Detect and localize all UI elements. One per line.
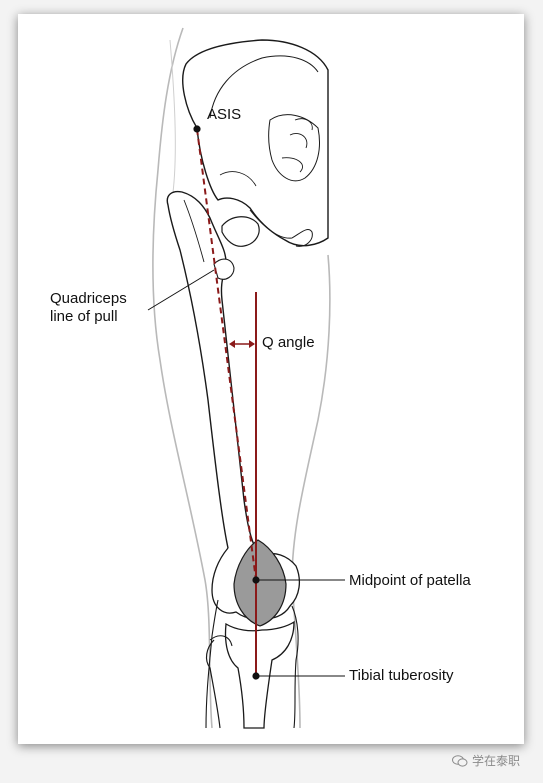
wechat-icon <box>452 754 468 767</box>
patella-label: Midpoint of patella <box>349 572 471 589</box>
watermark: 学在泰职 <box>452 752 520 769</box>
fibula-bone <box>205 639 221 729</box>
quadriceps-label: Quadriceps line of pull <box>50 290 127 326</box>
asis-point <box>193 125 201 133</box>
femur-bone <box>166 190 264 561</box>
quadriceps-label-line2: line of pull <box>50 308 118 325</box>
patella-midpoint <box>252 576 260 584</box>
tibia-bone <box>224 620 295 729</box>
watermark-text: 学在泰职 <box>472 754 521 768</box>
lesser-trochanter <box>213 258 235 280</box>
quadriceps-leader <box>147 269 215 311</box>
quadriceps-pull-line <box>196 128 257 581</box>
thigh-outline-right <box>291 254 331 729</box>
femoral-head <box>221 216 260 247</box>
thigh-outline <box>152 27 213 729</box>
patella <box>233 539 287 627</box>
asis-label: ASIS <box>207 106 242 123</box>
tibial-label: Tibial tuberosity <box>349 667 454 684</box>
tibial-tuberosity-point <box>252 672 260 680</box>
quadriceps-label-line1: Quadriceps <box>50 290 127 307</box>
q-angle-label: Q angle <box>262 334 315 351</box>
